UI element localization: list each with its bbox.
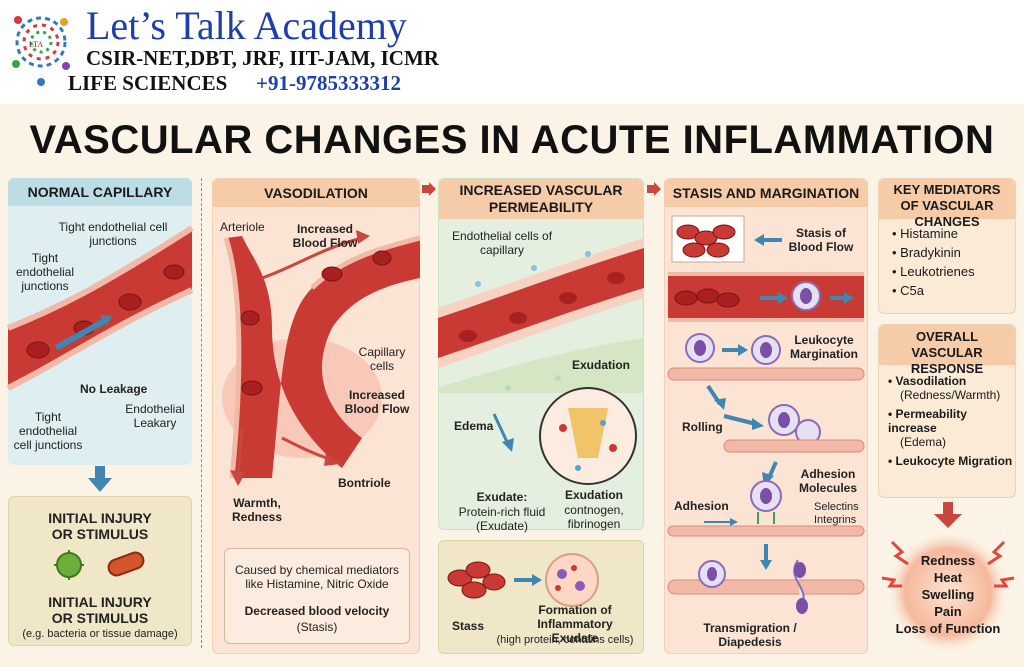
bacteria-icon [54,550,84,580]
exudation-label-2: Exudation [564,488,623,502]
edema-label: Edema [454,419,494,433]
response-item: • Leukocyte Migration [888,454,1013,468]
adhesion-label: Adhesion [674,499,729,513]
sign-heat: Heat [933,570,963,585]
formation-desc: (high protein, contains cells) [496,634,634,646]
stasis-note-label: (Stasis) [296,620,338,634]
response-header [879,325,1015,365]
exudate-desc: Protein-rich fluid (Exudate) [458,505,546,533]
injury-title: INITIAL INJURY OR STIMULUS [48,510,152,542]
bacillus-icon [107,551,145,577]
stasis-title: STASIS AND MARGINATION [672,185,860,201]
formation-label: Formation of Inflammatory Exudate [537,603,613,645]
capillary-cells-label: Capillary cells [358,345,406,373]
stasis-illustration [667,215,865,614]
mediators-title: KEY MEDIATORS OF VASCULAR CHANGES [893,182,1001,229]
leukocyte-margination-label: Leukocyte Margination [790,333,858,361]
brand-phone: +91-9785333312 [256,71,401,95]
academy-logo [12,16,70,86]
normal-capillary-illustration [6,225,194,391]
response-panel: OVERALL VASCULAR RESPONSE [878,324,1016,498]
permeability-title: INCREASED VASCULAR PERMEABILITY [459,182,623,215]
endothelial-leakary-label: Endothelial Leakary [125,402,185,430]
normal-capillary-title: NORMAL CAPILLARY [27,184,173,200]
increased-flow-label-1: Increased Blood Flow [292,222,358,250]
injury-example: (e.g. bacteria or tissue damage) [22,628,178,640]
rolling-label: Rolling [682,420,723,434]
next-arrow-icon [422,182,436,196]
response-title: OVERALL VASCULAR RESPONSE [910,329,984,376]
response-list: • Vasodilation (Redness/Warmth) • Permea… [888,374,1014,468]
initial-injury-panel [8,496,192,646]
brand-exams: CSIR-NET,DBT, JRF, IIT-JAM, ICMR [86,46,439,70]
permeability-header [439,179,643,219]
sign-redness: Redness [920,553,976,568]
stasis-of-flow-label: Stasis of Blood Flow [788,226,854,254]
cardinal-signs-burst [881,530,1015,654]
cardinal-signs-list: Redness Heat Swelling Pain Loss of Funct… [880,552,1016,637]
exudation-label-1: Exudation [572,358,631,372]
caused-by-label: Caused by chemical mediators like Histam… [234,563,400,591]
bontriole-label: Bontriole [338,476,391,490]
main-title: VASCULAR CHANGES IN ACUTE INFLAMMATION [29,118,995,162]
exudate-label: Exudate: [476,490,528,504]
separator-line [201,178,202,648]
vasodilation-illustration [222,230,421,486]
no-leakage-label: No Leakage [80,382,148,396]
injury-subtitle: INITIAL INJURY OR STIMULUS [48,594,152,626]
brand-name: Let’s Talk Academy [86,3,407,48]
down-arrow-icon [88,466,112,492]
response-item: • Permeability increase (Edema) [888,407,967,449]
logo-text: LTA [29,40,44,49]
mediator-item: • C5a [892,283,925,298]
endothelial-cells-label: Endothelial cells of capillary [451,229,553,257]
warmth-redness-label: Warmth, Redness [231,496,283,524]
decreased-velocity-label: Decreased blood velocity [244,604,390,618]
sign-loss-of-function: Loss of Function [895,621,1001,636]
stass-cells-illustration [447,553,599,607]
exudation-desc: contnogen, fibrinogen [564,503,624,531]
stass-label: Stass [452,619,485,633]
arteriole-label: Arteriole [220,220,265,234]
permeability-illustration [438,238,644,485]
stasis-header [665,179,867,207]
vasodilation-title: VASODILATION [264,185,368,201]
selectins-label: Selectins [814,501,859,513]
integrins-label: Integrins [814,514,857,526]
increased-flow-label-2: Increased Blood Flow [344,388,410,416]
tight-junctions-bottom-label: Tight endothelial cell junctions [13,410,83,452]
next-arrow-icon-2 [647,182,661,196]
adhesion-molecules-label: Adhesion Molecules [798,467,858,495]
mediators-list: • Histamine • Bradykinin • Leukotrienes … [892,224,975,300]
header-banner [0,0,1024,104]
vasodilation-header [213,179,419,207]
mediators-header [879,179,1015,219]
transmigration-label: Transmigration / Diapedesis [703,621,797,649]
brand-subject: LIFE SCIENCES [68,71,228,95]
sign-swelling: Swelling [921,587,975,602]
vasodilation-note-box [224,548,410,644]
sign-pain: Pain [934,604,962,619]
mediator-item: • Leukotrienes [892,264,975,279]
mediators-panel: KEY MEDIATORS OF VASCULAR CHANGES [878,178,1016,314]
mediator-item: • Histamine [892,226,958,241]
response-item: • Vasodilation (Redness/Warmth) [888,374,1001,402]
mediator-item: • Bradykinin [892,245,961,260]
down-red-arrow-icon [934,502,962,528]
tight-junctions-top-label: Tight endothelial cell junctions [58,220,168,248]
tight-junctions-left-label: Tight endothelial junctions [15,251,75,293]
normal-capillary-header [8,178,192,206]
